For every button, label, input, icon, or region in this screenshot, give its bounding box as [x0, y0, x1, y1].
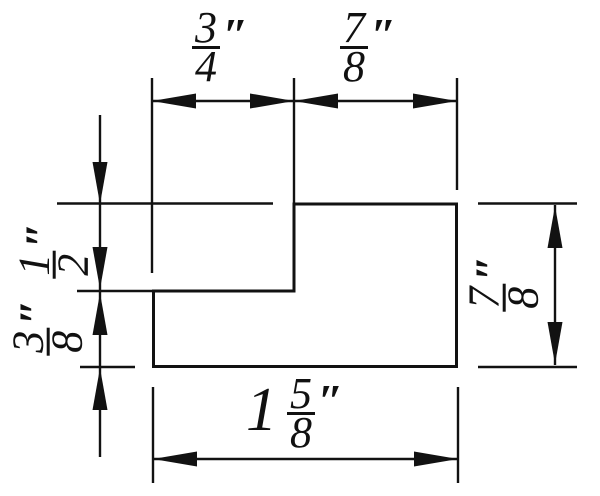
inch-mark: ″ [223, 9, 249, 60]
fraction-denominator: 8 [498, 286, 548, 309]
arrowhead [92, 247, 108, 289]
fraction-denominator: 4 [195, 42, 217, 91]
fraction: 3 8 [4, 327, 92, 356]
fraction-denominator: 2 [48, 253, 98, 276]
dim-label-right-height: 7 8 ″ [460, 255, 548, 312]
inch-mark: ″ [465, 255, 517, 281]
arrowhead [92, 293, 108, 335]
arrowhead [414, 451, 458, 467]
arrowhead [92, 368, 108, 410]
fraction-denominator: 8 [42, 330, 92, 353]
fraction-denominator: 8 [290, 408, 312, 457]
extension-lines [57, 78, 577, 483]
inch-mark: ″ [15, 222, 67, 248]
fraction-numerator: 3 [192, 6, 220, 50]
arrowhead [250, 93, 294, 109]
fraction: 7 8 [460, 283, 548, 312]
inch-mark: ″ [371, 9, 397, 60]
arrowheads [92, 93, 563, 467]
fraction-numerator: 7 [340, 6, 368, 50]
inch-mark: ″ [318, 375, 344, 426]
arrowhead [294, 93, 338, 109]
dim-label-top-width-right: 7 8 ″ [340, 6, 397, 91]
arrowhead [547, 206, 563, 248]
dim-label-bottom-width: 1 5 8 ″ [246, 372, 344, 457]
fraction: 1 2 [10, 250, 98, 279]
arrowhead [413, 93, 457, 109]
fraction: 7 8 [340, 6, 368, 91]
arrowhead [547, 322, 563, 364]
block-outline-path [152, 202, 458, 368]
whole-number: 1 [246, 376, 277, 444]
arrowhead [153, 451, 197, 467]
fraction: 5 8 [287, 372, 315, 457]
fraction-numerator: 5 [287, 372, 315, 416]
fraction-denominator: 8 [343, 42, 365, 91]
dim-label-top-width-left: 3 4 ″ [192, 6, 249, 91]
dim-label-left-lower-height: 3 8 ″ [4, 299, 92, 356]
shape-outline [152, 202, 458, 368]
inch-mark: ″ [9, 299, 61, 325]
dim-label-left-upper-height: 1 2 ″ [10, 222, 98, 279]
fraction: 3 4 [192, 6, 220, 91]
arrowhead [152, 93, 196, 109]
arrowhead [92, 162, 108, 204]
